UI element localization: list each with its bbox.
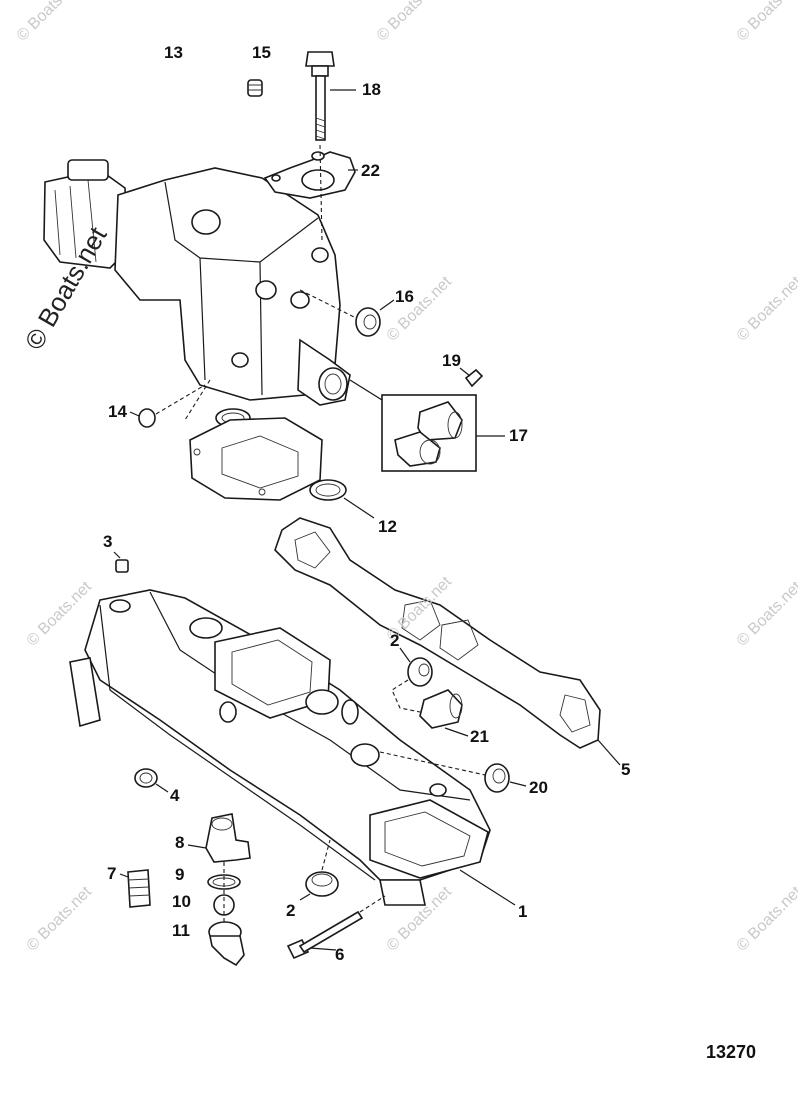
drawing-number: 13270 — [706, 1042, 757, 1062]
ring-part-4 — [134, 768, 169, 793]
plug-part-2-upper — [391, 647, 433, 713]
set-screw-part-15 — [247, 79, 263, 97]
callout-2-upper: 2 — [390, 631, 400, 650]
callout-13: 13 — [164, 43, 183, 62]
hose-fitting-part-7 — [119, 869, 151, 908]
callout-5: 5 — [621, 760, 631, 779]
fitting-kit-part-17 — [349, 379, 505, 472]
tee-fitting-part-8 — [187, 813, 251, 863]
manifold-gasket-part-5 — [274, 517, 621, 766]
bolt-part-6 — [286, 895, 386, 960]
callout-6: 6 — [335, 945, 345, 964]
callout-9: 9 — [175, 865, 185, 884]
callout-19: 19 — [442, 351, 461, 370]
callout-10: 10 — [172, 892, 191, 911]
plug-part-14 — [129, 384, 206, 428]
exhaust-elbow-part-13 — [43, 159, 351, 406]
callout-18: 18 — [362, 80, 381, 99]
elbow-fitting-part-11 — [208, 862, 245, 967]
fitting-part-21 — [419, 689, 469, 737]
callout-11: 11 — [172, 921, 190, 940]
nut-part-3 — [113, 551, 129, 573]
gasket-part-12 — [184, 379, 375, 519]
grease-fitting-part-19 — [459, 367, 484, 388]
callout-7: 7 — [107, 864, 117, 883]
plug-part-20 — [379, 751, 527, 793]
callout-16: 16 — [395, 287, 414, 306]
callout-8: 8 — [175, 833, 185, 852]
o-ring-part-9 — [207, 874, 241, 890]
callout-2-lower: 2 — [286, 901, 296, 920]
callout-21: 21 — [470, 727, 489, 746]
callout-1: 1 — [518, 902, 528, 921]
callout-17: 17 — [509, 426, 528, 445]
plug-part-2-lower — [299, 839, 339, 901]
bracket-part-22 — [263, 144, 358, 241]
callout-14: 14 — [108, 402, 127, 421]
callout-15: 15 — [252, 43, 271, 62]
plug-part-16 — [299, 289, 395, 337]
bolt-part-18 — [305, 51, 356, 141]
callout-12: 12 — [378, 517, 397, 536]
exhaust-manifold-part-1 — [69, 589, 516, 906]
callout-3: 3 — [103, 532, 113, 551]
callout-4: 4 — [170, 786, 180, 805]
callout-20: 20 — [529, 778, 548, 797]
callout-22: 22 — [361, 161, 380, 180]
